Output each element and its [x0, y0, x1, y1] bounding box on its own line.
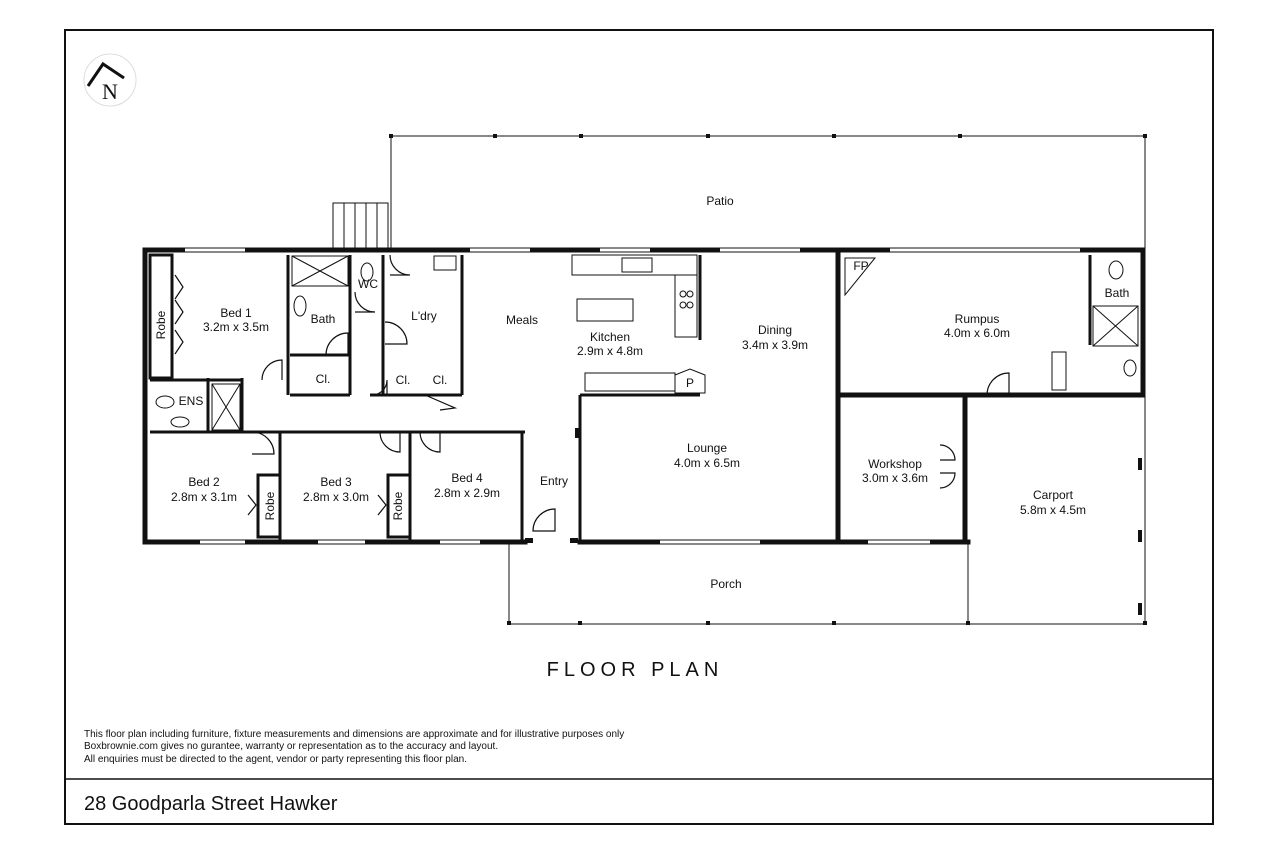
rumpus-label: Rumpus [955, 312, 1000, 326]
disclaimer: This floor plan including furniture, fix… [84, 729, 624, 765]
disclaimer-line-1: This floor plan including furniture, fix… [84, 729, 624, 740]
carport-size: 5.8m x 4.5m [1020, 503, 1086, 517]
dining-size: 3.4m x 3.9m [742, 338, 808, 352]
closet3-label: Cl. [433, 373, 448, 387]
property-address: 28 Goodparla Street Hawker [84, 793, 338, 815]
north-arrow-icon: N [83, 53, 137, 107]
closet1-label: Cl. [316, 372, 331, 386]
bed1-size: 3.2m x 3.5m [203, 320, 269, 334]
bath2-label: Bath [1105, 286, 1130, 300]
bed4-label: Bed 4 [451, 471, 483, 485]
disclaimer-line-2: Boxbrownie.com gives no gurantee, warran… [84, 741, 498, 752]
lounge-label: Lounge [687, 441, 727, 455]
ensuite-label: ENS [179, 394, 204, 408]
bathroom-fixtures [155, 255, 1139, 431]
kitchen-label: Kitchen [590, 330, 630, 344]
patio-posts [389, 134, 1147, 138]
bed2-size: 2.8m x 3.1m [171, 490, 237, 504]
workshop-label: Workshop [868, 457, 922, 471]
meals-label: Meals [506, 313, 538, 327]
robe3-label: Robe [391, 491, 405, 520]
pantry-label: P [686, 376, 694, 390]
compass-letter: N [102, 79, 118, 104]
bed4-size: 2.8m x 2.9m [434, 486, 500, 500]
carport-label: Carport [1033, 488, 1074, 502]
doors [174, 254, 1010, 532]
porch-posts [507, 458, 1147, 625]
rumpus-size: 4.0m x 6.0m [944, 326, 1010, 340]
closet2-label: Cl. [396, 373, 411, 387]
page-frame [64, 29, 1214, 825]
bed3-label: Bed 3 [320, 475, 352, 489]
interior-walls [148, 253, 1092, 542]
workshop-size: 3.0m x 3.6m [862, 471, 928, 485]
kitchen-fittings [571, 254, 706, 394]
lounge-size: 4.0m x 6.5m [674, 456, 740, 470]
robe2-label: Robe [263, 491, 277, 520]
fireplace-label: FP [853, 259, 868, 273]
patio-label: Patio [706, 194, 734, 208]
steps [332, 202, 389, 250]
entry-markers [525, 428, 580, 543]
windows [185, 248, 1080, 544]
patio-area [390, 135, 1146, 250]
robe1-label: Robe [154, 310, 168, 339]
entry-label: Entry [540, 474, 568, 488]
disclaimer-line-3: All enquiries must be directed to the ag… [84, 754, 467, 765]
porch-area [508, 395, 1146, 625]
dining-label: Dining [758, 323, 792, 337]
laundry-label: L'dry [411, 309, 437, 323]
bed1-label: Bed 1 [220, 306, 252, 320]
bed2-label: Bed 2 [188, 475, 220, 489]
bed3-size: 2.8m x 3.0m [303, 490, 369, 504]
plan-title: FLOOR PLAN [547, 659, 724, 681]
wc-label: WC [358, 277, 378, 291]
bath1-label: Bath [311, 312, 336, 326]
porch-label: Porch [710, 577, 741, 591]
room-labels: Patio Bed 1 3.2m x 3.5m Robe Bath WC L'd… [154, 194, 1129, 591]
kitchen-size: 2.9m x 4.8m [577, 344, 643, 358]
